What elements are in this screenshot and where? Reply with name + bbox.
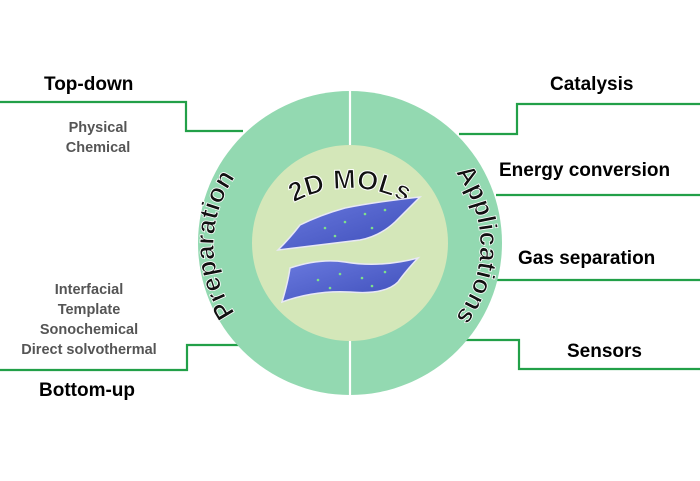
connector-sensors [462,338,700,371]
bottom-up-methods: Interfacial Template Sonochemical Direct… [4,280,174,360]
method-direct-solvothermal: Direct solvothermal [21,342,157,358]
application-sensors: Sensors [567,341,642,362]
method-sonochemical: Sonochemical [39,322,139,338]
method-interfacial: Interfacial [54,282,124,298]
method-template: Template [57,302,121,318]
top-down-methods: Physical Chemical [56,118,140,158]
connector-top-down [0,100,243,133]
method-physical: Physical [68,120,128,136]
application-energy-conversion: Energy conversion [499,160,671,181]
application-catalysis: Catalysis [550,74,634,95]
connector-bottom-up [0,343,240,372]
bottom-up-title: Bottom-up [39,380,136,401]
method-chemical: Chemical [65,140,131,156]
top-down-title: Top-down [44,74,134,95]
connector-catalysis [459,102,700,136]
mol-sheet-lower [280,256,421,304]
application-gas-separation: Gas separation [518,248,656,269]
sheet-nodes [316,208,387,290]
